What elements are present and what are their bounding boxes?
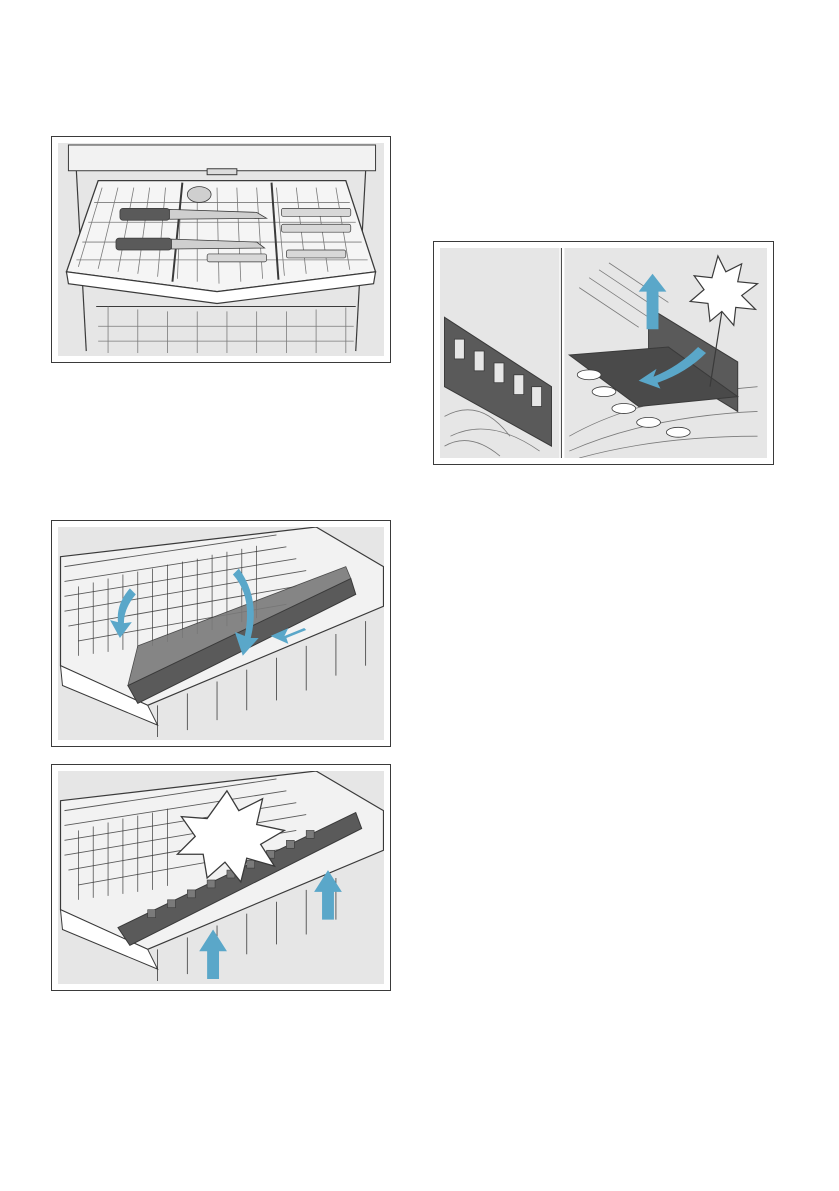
left-panel bbox=[445, 317, 552, 456]
cutlery-drawer-illustration bbox=[58, 143, 384, 356]
fold-down-rack-illustration bbox=[58, 527, 384, 740]
figure-fold-down-rack bbox=[51, 520, 391, 747]
figure-lift-rack bbox=[51, 764, 391, 991]
right-panel bbox=[569, 256, 757, 458]
folding-tines-illustration bbox=[440, 248, 767, 458]
figure-folding-tines-bg bbox=[440, 248, 767, 458]
click-burst-icon bbox=[690, 256, 757, 325]
figure-cutlery-drawer-bg bbox=[58, 143, 384, 356]
figure-lift-rack-bg bbox=[58, 771, 384, 984]
figure-fold-down-rack-bg bbox=[58, 527, 384, 740]
figure-cutlery-drawer bbox=[51, 136, 391, 363]
arrow-up-left-icon bbox=[199, 930, 227, 980]
figure-folding-tines bbox=[433, 241, 774, 465]
lift-rack-illustration bbox=[58, 771, 384, 984]
